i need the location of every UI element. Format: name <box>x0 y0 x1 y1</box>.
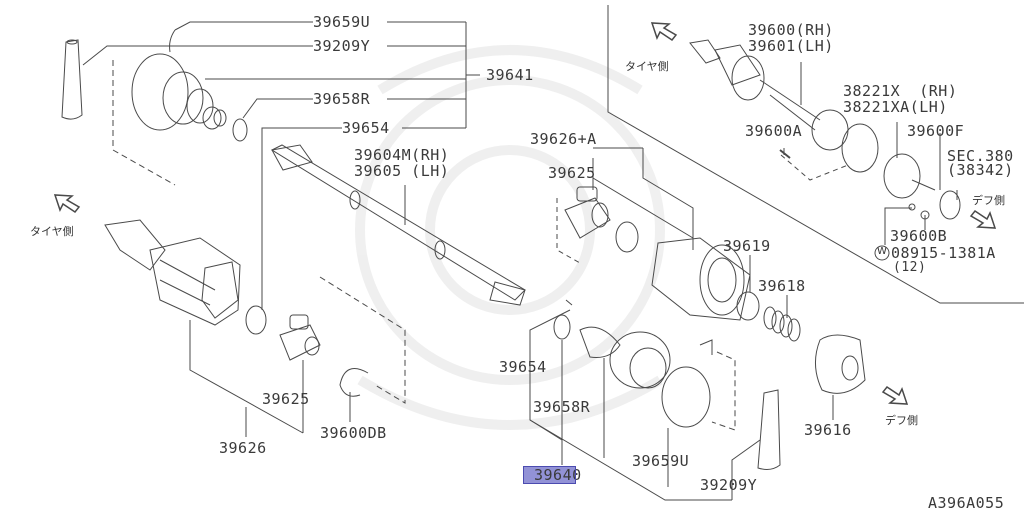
inner-joint-housing-center <box>651 237 751 321</box>
label-39604M-RH[interactable]: 39604M(RH) <box>354 146 450 164</box>
arrow-diff-side-right-icon <box>969 209 997 229</box>
snap-ring <box>339 368 369 397</box>
label-08915-1381A[interactable]: 08915-1381A <box>891 244 996 262</box>
inner-boot-assembly <box>553 299 736 431</box>
arrow-tire-side-right-icon <box>650 22 678 42</box>
label-39641[interactable]: 39641 <box>486 66 534 84</box>
cover-plate-39616 <box>815 334 866 420</box>
frame-lines-right <box>607 5 1024 304</box>
label-39619[interactable]: 39619 <box>723 237 771 255</box>
label-39600DB[interactable]: 39600DB <box>320 424 387 442</box>
leader-lines-39641 <box>82 21 480 310</box>
complete-drive-axle <box>689 39 961 245</box>
label-diff-side-bottom: デフ側 <box>885 414 918 427</box>
label-39600-RH[interactable]: 39600(RH) <box>748 21 834 39</box>
label-39626[interactable]: 39626 <box>219 439 267 457</box>
tripod-joint-left <box>279 314 321 361</box>
label-39209Y-top[interactable]: 39209Y <box>313 37 371 55</box>
label-38221X-RH[interactable]: 38221X (RH) <box>843 82 958 100</box>
label-tire-side-left: タイヤ側 <box>30 225 74 238</box>
label-39616[interactable]: 39616 <box>804 421 852 439</box>
outer-boot-assembly <box>112 29 248 186</box>
label-39654-top[interactable]: 39654 <box>342 119 390 137</box>
ring-39619 <box>736 291 760 321</box>
label-39659U-bottom[interactable]: 39659U <box>632 452 690 470</box>
drive-shaft <box>270 144 526 306</box>
label-39659U-top[interactable]: 39659U <box>313 13 371 31</box>
dashed-guide-bottom-left <box>319 276 406 404</box>
label-39654-bottom[interactable]: 39654 <box>499 358 547 376</box>
arrow-diff-side-bottom-icon <box>881 385 909 405</box>
label-39658R-bottom[interactable]: 39658R <box>533 398 591 416</box>
leader-lines-39626 <box>189 320 351 437</box>
label-39600F[interactable]: 39600F <box>907 122 965 140</box>
label-39625-bottom[interactable]: 39625 <box>262 390 310 408</box>
label-39600B[interactable]: 39600B <box>890 227 948 245</box>
label-38221XA-LH[interactable]: 38221XA(LH) <box>843 98 948 116</box>
label-qty-12: (12) <box>893 260 927 275</box>
diagram-code: A396A055 <box>928 494 1005 512</box>
label-39605-LH[interactable]: 39605 (LH) <box>354 162 450 180</box>
label-39618[interactable]: 39618 <box>758 277 806 295</box>
label-39626A[interactable]: 39626+A <box>530 130 597 148</box>
leader-lines-39640 <box>529 309 761 501</box>
label-diff-side-right: デフ側 <box>972 194 1005 207</box>
tripod-joint-center <box>556 186 611 264</box>
label-39601-LH[interactable]: 39601(LH) <box>748 37 834 55</box>
label-tire-side-right: タイヤ側 <box>625 60 669 73</box>
label-39625-center[interactable]: 39625 <box>548 164 596 182</box>
arrow-tire-side-left-icon <box>53 194 81 214</box>
label-39640-highlighted[interactable]: 39640 <box>523 466 581 484</box>
dust-boot-cone-top <box>61 39 83 120</box>
w-circle-icon <box>874 245 890 261</box>
leader-lines-39626A <box>592 147 694 250</box>
washer-center <box>615 221 639 253</box>
label-sec-380[interactable]: SEC.380 <box>947 147 1014 165</box>
spring-39618 <box>763 295 801 342</box>
watermark <box>355 45 665 430</box>
dust-boot-cone-bottom <box>757 389 781 470</box>
label-39658R-top[interactable]: 39658R <box>313 90 371 108</box>
label-39209Y-bottom[interactable]: 39209Y <box>700 476 758 494</box>
inner-joint-housing-left <box>104 219 241 326</box>
washer-left <box>245 305 267 335</box>
label-39600A[interactable]: 39600A <box>745 122 803 140</box>
label-sec-38342[interactable]: (38342) <box>947 161 1014 179</box>
w-mark: W <box>877 246 887 257</box>
